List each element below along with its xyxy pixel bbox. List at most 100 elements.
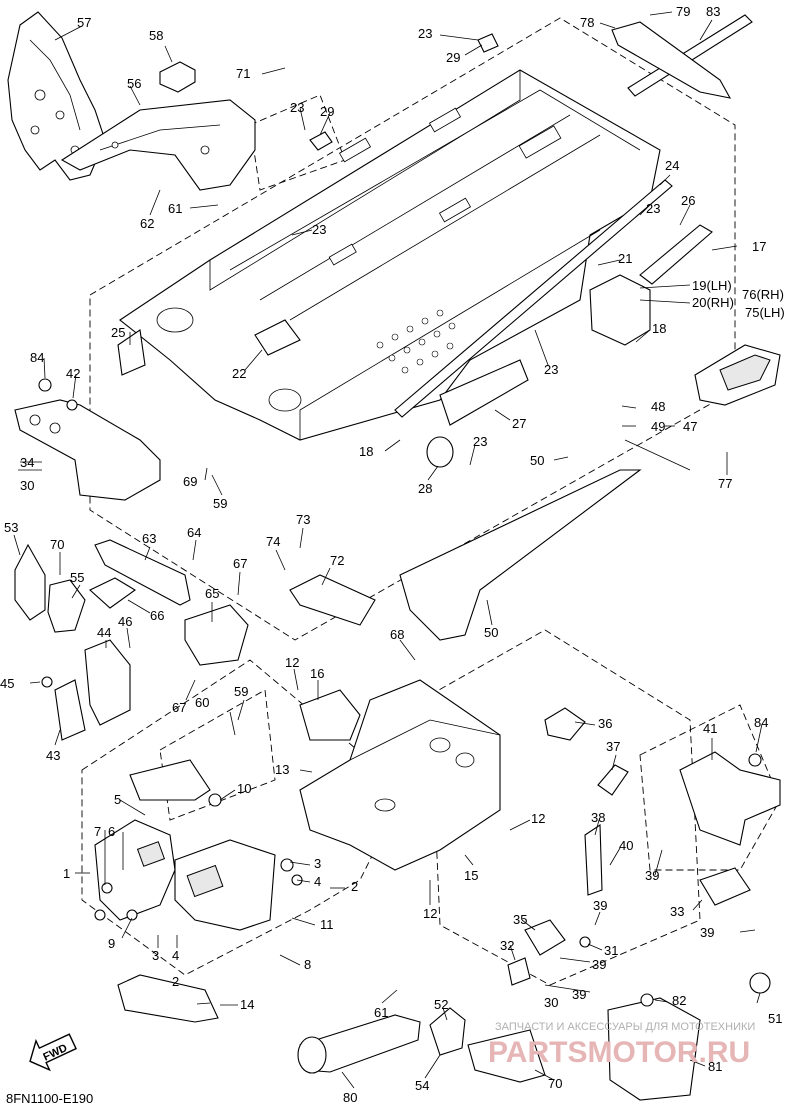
callout-68: 68	[390, 627, 404, 642]
callout-39: 39	[592, 957, 606, 972]
callout-39: 39	[645, 868, 659, 883]
callout-53: 53	[4, 520, 18, 535]
callout-32: 32	[500, 938, 514, 953]
part-72-plate	[289, 574, 376, 626]
part-14-skid	[117, 974, 219, 1023]
part-80-duct	[297, 1014, 421, 1074]
callout-78: 78	[580, 15, 594, 30]
callout-3: 3	[314, 856, 321, 871]
callout-79: 79	[676, 4, 690, 19]
callout-7: 7	[94, 824, 101, 839]
callout-57: 57	[77, 15, 91, 30]
callout-31: 31	[604, 943, 618, 958]
callout-56: 56	[127, 76, 141, 91]
callout-30: 30	[20, 478, 34, 493]
callout-42: 42	[66, 366, 80, 381]
callout-16: 16	[310, 666, 324, 681]
callout-23: 23	[646, 201, 660, 216]
callout-39: 39	[572, 987, 586, 1002]
callout-23: 23	[418, 26, 432, 41]
rear-mount-group-outline	[429, 629, 701, 986]
callout-39: 39	[700, 925, 714, 940]
callout-12: 12	[423, 906, 437, 921]
callout-41: 41	[703, 721, 717, 736]
right-bracket-group-outline	[639, 704, 781, 871]
callout-29: 29	[320, 104, 334, 119]
callout-76-rh: 76(RH)	[742, 287, 784, 302]
callout-8: 8	[304, 957, 311, 972]
part-54-clamp	[429, 1007, 466, 1056]
callout-49: 49	[651, 419, 665, 434]
callout-81: 81	[708, 1059, 722, 1074]
callout-59: 59	[234, 684, 248, 699]
part-66-bracket	[89, 577, 136, 609]
part-16-bracket	[299, 689, 361, 741]
callout-45: 45	[0, 676, 14, 691]
callout-52: 52	[434, 997, 448, 1012]
part-17-main-frame	[119, 69, 661, 441]
callout-63: 63	[142, 531, 156, 546]
callout-18: 18	[359, 444, 373, 459]
callout-4: 4	[314, 874, 321, 889]
part-41-right-bracket	[679, 751, 781, 846]
callout-50: 50	[530, 453, 544, 468]
callout-64: 64	[187, 525, 201, 540]
callout-65: 65	[205, 586, 219, 601]
diagram-code: 8FN1100-E190	[6, 1091, 93, 1106]
callout-70: 70	[548, 1076, 562, 1091]
callout-17: 17	[752, 239, 766, 254]
callout-38: 38	[591, 810, 605, 825]
callout-44: 44	[97, 625, 111, 640]
callout-11: 11	[320, 917, 334, 932]
part-56-cross-member	[60, 99, 256, 191]
callout-50: 50	[484, 625, 498, 640]
part-57-front-bracket	[7, 11, 106, 181]
callout-54: 54	[415, 1078, 429, 1093]
leader-lines	[13, 11, 763, 1089]
callout-33: 33	[670, 904, 684, 919]
callout-58: 58	[149, 28, 163, 43]
callout-9: 9	[108, 936, 115, 951]
callout-20-rh: 20(RH)	[692, 295, 734, 310]
callout-23: 23	[290, 100, 304, 115]
callout-66: 66	[150, 608, 164, 623]
callout-73: 73	[296, 512, 310, 527]
callout-21: 21	[618, 251, 632, 266]
callout-37: 37	[606, 739, 620, 754]
part-51-disc	[749, 972, 771, 994]
part-24-rail	[394, 179, 673, 418]
part-1-front-frame	[94, 759, 303, 931]
callout-14: 14	[240, 997, 254, 1012]
part-52-bracket	[467, 1029, 546, 1083]
callout-15: 15	[464, 868, 478, 883]
callout-83: 83	[706, 4, 720, 19]
callout-22: 22	[232, 366, 246, 381]
callout-70: 70	[50, 537, 64, 552]
part-81-flap	[607, 997, 701, 1101]
callout-75-lh: 75(LH)	[745, 305, 785, 320]
callout-71: 71	[236, 66, 250, 81]
callout-51: 51	[768, 1011, 782, 1026]
callout-24: 24	[665, 158, 679, 173]
callout-23: 23	[473, 434, 487, 449]
part-31-nut	[579, 936, 591, 948]
part-44-engine-mount	[41, 639, 131, 741]
callout-12: 12	[285, 655, 299, 670]
callout-84: 84	[754, 715, 768, 730]
part-63-bar	[94, 539, 191, 606]
callout-60: 60	[195, 695, 209, 710]
callout-23: 23	[312, 222, 326, 237]
callout-2: 2	[351, 879, 358, 894]
callout-12: 12	[531, 811, 545, 826]
fwd-arrow-icon: FWD	[29, 1033, 77, 1072]
callout-25: 25	[111, 325, 125, 340]
part-53-plate	[14, 543, 46, 621]
part-55-plate	[47, 579, 86, 633]
part-58-bracket	[159, 61, 196, 93]
part-82-bolt	[640, 993, 654, 1007]
callout-69: 69	[183, 474, 197, 489]
callout-35: 35	[513, 912, 527, 927]
callout-82: 82	[672, 993, 686, 1008]
callout-40: 40	[619, 838, 633, 853]
